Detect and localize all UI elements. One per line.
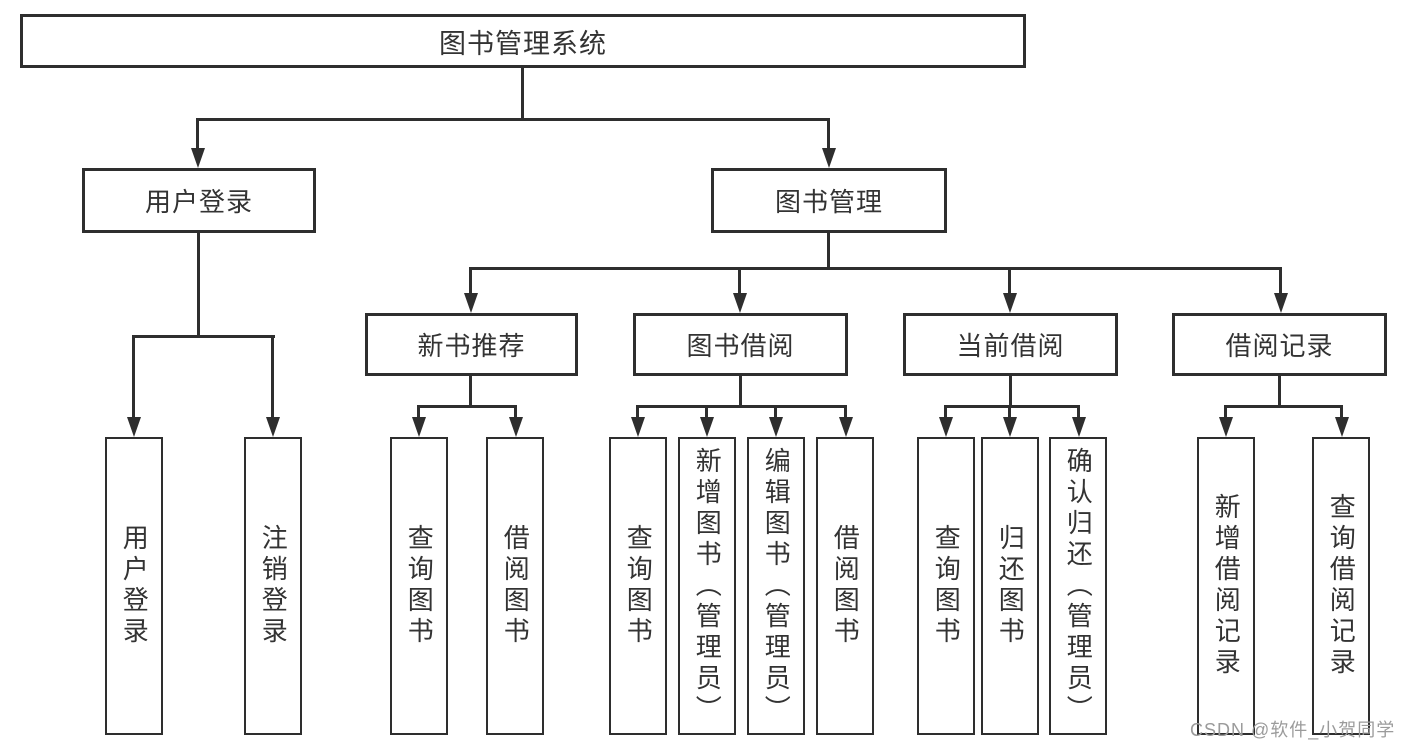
connector-arrow-icon [939,417,953,437]
connector-arrow-icon [509,417,523,437]
node-current-borrow-label: 当前借阅 [956,331,1065,361]
node-leaf-logout-label: 注销登录 [258,524,289,648]
connector-line [469,267,1282,270]
connector-arrow-icon [464,293,478,313]
node-borrow-record-label: 借阅记录 [1225,331,1334,361]
connector-arrow-icon [631,417,645,437]
connector-arrow-icon [733,293,747,313]
watermark-text: CSDN @软件_小贺同学 [1190,720,1396,740]
node-leaf-add-book-admin-label: 新增图书（管理员） [692,446,723,726]
connector-arrow-icon [839,417,853,437]
node-leaf-user-login: 用户登录 [105,437,163,735]
connector-line [197,231,200,337]
connector-line [944,405,947,419]
node-leaf-confirm-return-admin: 确认归还（管理员） [1049,437,1107,735]
connector-arrow-icon [1003,417,1017,437]
node-leaf-query-borrow-record-label: 查询借阅记录 [1326,493,1357,679]
connector-line [132,335,135,421]
connector-line [1008,405,1011,419]
connector-line [1340,405,1343,419]
node-leaf-confirm-return-admin-label: 确认归还（管理员） [1063,446,1094,726]
node-leaf-add-book-admin: 新增图书（管理员） [678,437,736,735]
node-leaf-logout: 注销登录 [244,437,302,735]
connector-arrow-icon [191,148,205,168]
node-leaf-add-borrow-record: 新增借阅记录 [1197,437,1255,735]
node-leaf-add-borrow-record-label: 新增借阅记录 [1211,493,1242,679]
node-root-label: 图书管理系统 [439,28,607,59]
connector-line [1279,267,1282,295]
node-root: 图书管理系统 [20,14,1026,68]
node-leaf-query-books-3: 查询图书 [917,437,975,735]
node-book-borrow-label: 图书借阅 [686,331,795,361]
connector-arrow-icon [1003,293,1017,313]
connector-arrow-icon [1335,417,1349,437]
connector-line [739,374,742,407]
connector-line [944,405,1080,408]
connector-line [827,231,830,270]
node-current-borrow: 当前借阅 [903,313,1118,376]
connector-line [132,335,275,338]
node-user-login: 用户登录 [82,168,316,233]
connector-arrow-icon [1274,293,1288,313]
connector-line [1224,405,1343,408]
node-leaf-query-books-2: 查询图书 [609,437,667,735]
connector-line [469,267,472,295]
node-book-borrow: 图书借阅 [633,313,848,376]
node-leaf-edit-book-admin: 编辑图书（管理员） [747,437,805,735]
connector-line [417,405,517,408]
node-borrow-record: 借阅记录 [1172,313,1387,376]
node-leaf-borrow-books-1: 借阅图书 [486,437,544,735]
connector-line [469,374,472,407]
connector-line [738,267,741,295]
connector-line [1008,267,1011,295]
connector-line [417,405,420,419]
node-leaf-return-book-label: 归还图书 [995,524,1026,648]
connector-line [521,66,524,120]
connector-arrow-icon [412,417,426,437]
node-leaf-edit-book-admin-label: 编辑图书（管理员） [761,446,792,726]
connector-line [705,405,708,419]
connector-arrow-icon [769,417,783,437]
node-leaf-query-books-1-label: 查询图书 [404,524,435,648]
connector-line [196,118,199,152]
connector-arrow-icon [266,417,280,437]
connector-line [514,405,517,419]
node-leaf-user-login-label: 用户登录 [119,524,150,648]
node-leaf-borrow-books-2-label: 借阅图书 [830,524,861,648]
connector-line [1077,405,1080,419]
connector-arrow-icon [700,417,714,437]
node-leaf-return-book: 归还图书 [981,437,1039,735]
node-leaf-query-books-1: 查询图书 [390,437,448,735]
node-leaf-query-books-2-label: 查询图书 [623,524,654,648]
node-book-management: 图书管理 [711,168,947,233]
connector-line [636,405,639,419]
node-new-book-recommend-label: 新书推荐 [417,331,526,361]
connector-line [1224,405,1227,419]
node-leaf-borrow-books-1-label: 借阅图书 [500,524,531,648]
connector-arrow-icon [822,148,836,168]
connector-line [1009,374,1012,407]
connector-line [636,405,847,408]
node-leaf-borrow-books-2: 借阅图书 [816,437,874,735]
node-leaf-query-books-3-label: 查询图书 [931,524,962,648]
node-book-management-label: 图书管理 [774,187,883,217]
connector-line [827,118,830,152]
connector-line [844,405,847,419]
connector-line [196,118,830,121]
connector-arrow-icon [1072,417,1086,437]
node-user-login-label: 用户登录 [144,187,253,217]
connector-line [774,405,777,419]
connector-arrow-icon [1219,417,1233,437]
connector-line [1278,374,1281,407]
node-new-book-recommend: 新书推荐 [365,313,578,376]
connector-arrow-icon [127,417,141,437]
connector-line [271,335,274,421]
node-leaf-query-borrow-record: 查询借阅记录 [1312,437,1370,735]
